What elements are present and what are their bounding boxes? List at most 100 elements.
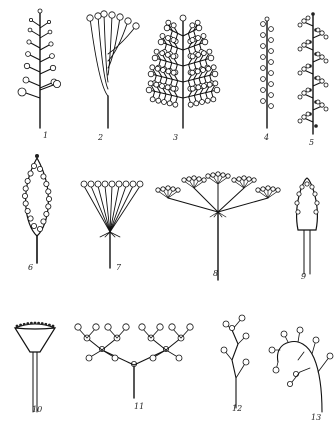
- flower-dot: [311, 12, 315, 16]
- flower-bud: [46, 204, 51, 209]
- flower-dot: [52, 325, 55, 328]
- flower-bud: [47, 20, 50, 23]
- flower-dot: [37, 322, 40, 325]
- flower-bud: [256, 188, 260, 192]
- flower-bud: [302, 115, 306, 119]
- flower-bud: [261, 66, 266, 71]
- stem-line: [156, 350, 166, 356]
- flower-bud: [53, 80, 60, 87]
- flower-bud: [252, 178, 256, 182]
- flower-bud: [139, 324, 145, 330]
- flower-bud: [44, 211, 49, 216]
- flower-bud: [213, 81, 218, 86]
- flower-bud: [195, 69, 200, 74]
- flower-bud: [298, 47, 302, 51]
- flower-bud: [300, 185, 304, 189]
- flower-bud: [116, 181, 122, 187]
- flower-bud: [44, 181, 49, 186]
- flower-bud: [239, 315, 245, 321]
- flower-bud: [160, 51, 165, 56]
- flower-bud: [171, 70, 176, 75]
- flower-bud: [320, 55, 324, 59]
- flower-bud: [75, 324, 81, 330]
- flower-bud: [161, 68, 166, 73]
- flower-bud: [242, 176, 246, 180]
- stem-line: [232, 360, 236, 378]
- flower-bud: [298, 23, 302, 27]
- flower-bud: [287, 381, 292, 386]
- flower-bud: [180, 15, 186, 21]
- figure-number-label: 5: [309, 138, 314, 147]
- flower-bud: [165, 52, 170, 57]
- flower-bud: [88, 181, 94, 187]
- flower-bud: [202, 84, 207, 89]
- flower-bud: [261, 33, 266, 38]
- flower-bud: [41, 174, 46, 179]
- flower-bud: [226, 174, 230, 178]
- flower-bud: [313, 337, 319, 343]
- fig-10: [15, 322, 55, 412]
- flower-bud: [269, 49, 274, 54]
- flower-bud: [221, 173, 225, 177]
- flower-bud: [173, 102, 178, 107]
- fig-2: [87, 11, 139, 128]
- flower-bud: [196, 52, 201, 57]
- flower-bud: [38, 9, 42, 13]
- flower-bud: [165, 85, 170, 90]
- flower-bud: [23, 201, 28, 206]
- flower-bud: [161, 187, 165, 191]
- flower-bud: [190, 70, 195, 75]
- flower-bud: [293, 371, 298, 376]
- flower-bud: [22, 193, 27, 198]
- flower-bud: [196, 25, 202, 31]
- flower-bud: [169, 324, 175, 330]
- figure-number-label: 9: [301, 272, 306, 281]
- flower-bud: [216, 172, 220, 176]
- flower-bud: [221, 347, 227, 353]
- flower-bud: [269, 82, 274, 87]
- flower-bud: [306, 64, 310, 68]
- flower-bud: [266, 186, 270, 190]
- flower-bud: [306, 40, 310, 44]
- flower-bud: [125, 18, 131, 24]
- flower-bud: [46, 196, 51, 201]
- flower-bud: [202, 178, 206, 182]
- flower-bud: [196, 85, 201, 90]
- flower-bud: [310, 185, 314, 189]
- flower-bud: [313, 192, 317, 196]
- flower-bud: [269, 27, 274, 32]
- flower-bud: [187, 324, 193, 330]
- flower-bud: [298, 95, 302, 99]
- stem-line: [110, 232, 120, 237]
- label-group: 12345678910111213: [28, 131, 321, 422]
- flower-dot: [35, 154, 39, 158]
- fig-12: [221, 315, 249, 408]
- flower-bud: [206, 66, 211, 71]
- flower-bud: [265, 17, 269, 21]
- flower-bud: [261, 77, 266, 82]
- flower-bud: [27, 40, 31, 44]
- flower-bud: [195, 20, 200, 25]
- flower-bud: [302, 43, 306, 47]
- flower-bud: [171, 54, 176, 59]
- flower-bud: [223, 321, 229, 327]
- flower-bud: [208, 55, 214, 61]
- flower-bud: [190, 54, 195, 59]
- flower-bud: [160, 84, 165, 89]
- flower-bud: [261, 88, 266, 93]
- flower-dot: [19, 324, 22, 327]
- flower-bud: [109, 12, 115, 18]
- flower-bud: [324, 59, 328, 63]
- flower-bud: [295, 201, 299, 205]
- flower-bud: [166, 69, 171, 74]
- flower-bud: [298, 119, 302, 123]
- fig-5: [298, 12, 328, 134]
- flower-bud: [196, 36, 201, 41]
- flower-bud: [157, 324, 163, 330]
- flower-bud: [87, 15, 93, 21]
- figure-number-label: 2: [97, 133, 103, 142]
- flower-bud: [166, 36, 171, 41]
- flower-dot: [44, 323, 47, 326]
- flower-bud: [316, 28, 320, 32]
